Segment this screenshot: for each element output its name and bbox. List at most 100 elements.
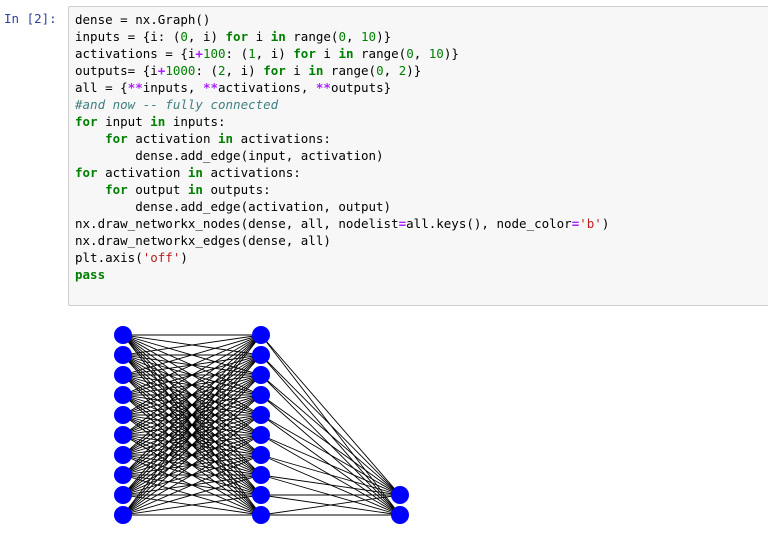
graph-edge bbox=[260, 434, 401, 516]
code-token: 0 bbox=[338, 29, 346, 44]
code-token: 10 bbox=[361, 29, 377, 44]
graph-node bbox=[252, 426, 270, 444]
code-token: inputs, bbox=[142, 80, 203, 95]
graph-edge bbox=[122, 454, 262, 516]
code-token: in bbox=[218, 131, 234, 146]
graph-edge bbox=[260, 334, 401, 516]
edges-group bbox=[122, 334, 401, 516]
graph-edge bbox=[122, 334, 262, 396]
graph-node bbox=[391, 506, 409, 524]
code-line: for activation in activations: bbox=[75, 130, 609, 147]
code-token: i bbox=[248, 29, 271, 44]
graph-edge bbox=[260, 414, 401, 516]
code-token: = bbox=[571, 216, 580, 231]
code-token: 1 bbox=[248, 46, 256, 61]
graph-node bbox=[252, 346, 270, 364]
code-token: ) bbox=[601, 216, 610, 231]
code-token: 1000 bbox=[165, 63, 196, 78]
code-token: activations: bbox=[233, 131, 331, 146]
code-token: outputs: bbox=[202, 182, 271, 197]
nodes-group bbox=[114, 326, 409, 524]
code-token: : ( bbox=[225, 46, 249, 61]
graph-edge bbox=[122, 474, 262, 516]
code-token: pass bbox=[75, 267, 106, 282]
graph-edge bbox=[122, 334, 262, 416]
code-token: i bbox=[285, 63, 309, 78]
code-editor[interactable]: dense = nx.Graph()inputs = {i: (0, i) fo… bbox=[75, 11, 609, 283]
graph-node bbox=[252, 386, 270, 404]
code-token: 10 bbox=[428, 46, 444, 61]
graph-edge bbox=[122, 334, 262, 356]
code-token: in bbox=[308, 63, 324, 78]
code-line: inputs = {i: (0, i) for i in range(0, 10… bbox=[75, 28, 609, 45]
network-graph-plot bbox=[114, 326, 409, 524]
code-token: 0 bbox=[180, 29, 188, 44]
code-line: for output in outputs: bbox=[75, 181, 609, 198]
code-token: outputs} bbox=[330, 80, 392, 95]
graph-edge bbox=[122, 334, 262, 476]
code-token: + bbox=[195, 46, 203, 61]
graph-node bbox=[114, 366, 132, 384]
code-token: for bbox=[225, 29, 249, 44]
graph-node bbox=[391, 486, 409, 504]
code-token: , bbox=[383, 63, 399, 78]
code-token: activation bbox=[97, 165, 188, 180]
graph-edge bbox=[122, 334, 262, 516]
graph-node bbox=[252, 406, 270, 424]
code-token: activations: bbox=[202, 165, 301, 180]
code-line: for input in inputs: bbox=[75, 113, 609, 130]
code-token: )} bbox=[443, 46, 459, 61]
graph-edge bbox=[260, 494, 401, 516]
graph-node bbox=[114, 446, 132, 464]
code-token: input bbox=[97, 114, 151, 129]
code-token: #and now -- fully connected bbox=[75, 97, 279, 112]
graph-edge bbox=[260, 454, 401, 516]
code-token: 0 bbox=[376, 63, 384, 78]
code-line: nx.draw_networkx_edges(dense, all) bbox=[75, 232, 609, 249]
code-token: )} bbox=[406, 63, 422, 78]
graph-edge bbox=[260, 474, 401, 516]
code-token: , bbox=[413, 46, 429, 61]
code-token: 2 bbox=[398, 63, 407, 78]
code-token: in bbox=[187, 182, 203, 197]
code-token: , i) bbox=[255, 46, 294, 61]
code-line: #and now -- fully connected bbox=[75, 96, 609, 113]
graph-node bbox=[252, 446, 270, 464]
code-token: activation bbox=[127, 131, 218, 146]
code-token: , bbox=[345, 29, 362, 44]
code-line: all = {**inputs, **activations, **output… bbox=[75, 79, 609, 96]
code-token: outputs= {i bbox=[75, 63, 158, 78]
graph-node bbox=[114, 386, 132, 404]
code-token: for bbox=[293, 46, 316, 61]
code-token: in bbox=[187, 165, 203, 180]
graph-edge bbox=[122, 334, 262, 436]
code-token: )} bbox=[376, 29, 392, 44]
graph-node bbox=[252, 366, 270, 384]
code-line: dense = nx.Graph() bbox=[75, 11, 609, 28]
code-token: : ( bbox=[195, 63, 219, 78]
graph-node bbox=[114, 346, 132, 364]
code-token: for bbox=[75, 165, 98, 180]
code-token: dense.add_edge(input, activation) bbox=[75, 148, 384, 163]
code-line: dense.add_edge(input, activation) bbox=[75, 147, 609, 164]
code-token bbox=[75, 131, 105, 146]
code-token: 'b' bbox=[579, 216, 602, 231]
code-token: = bbox=[398, 216, 407, 231]
graph-edge bbox=[260, 374, 401, 516]
graph-node bbox=[114, 506, 132, 524]
code-token: i bbox=[315, 46, 339, 61]
code-cell[interactable]: dense = nx.Graph()inputs = {i: (0, i) fo… bbox=[68, 6, 768, 306]
code-token: , i) bbox=[187, 29, 226, 44]
code-line: activations = {i+100: (1, i) for i in ra… bbox=[75, 45, 609, 62]
code-token: , i) bbox=[225, 63, 264, 78]
code-token: 2 bbox=[218, 63, 226, 78]
code-token: in bbox=[150, 114, 166, 129]
code-token: for bbox=[105, 131, 128, 146]
code-token: range( bbox=[323, 63, 377, 78]
code-token: all.keys(), node_color bbox=[406, 216, 572, 231]
graph-node bbox=[114, 406, 132, 424]
code-line: nx.draw_networkx_nodes(dense, all, nodel… bbox=[75, 215, 609, 232]
code-token: plt.axis( bbox=[75, 250, 143, 265]
code-token: in bbox=[338, 46, 354, 61]
graph-edge bbox=[260, 394, 401, 516]
